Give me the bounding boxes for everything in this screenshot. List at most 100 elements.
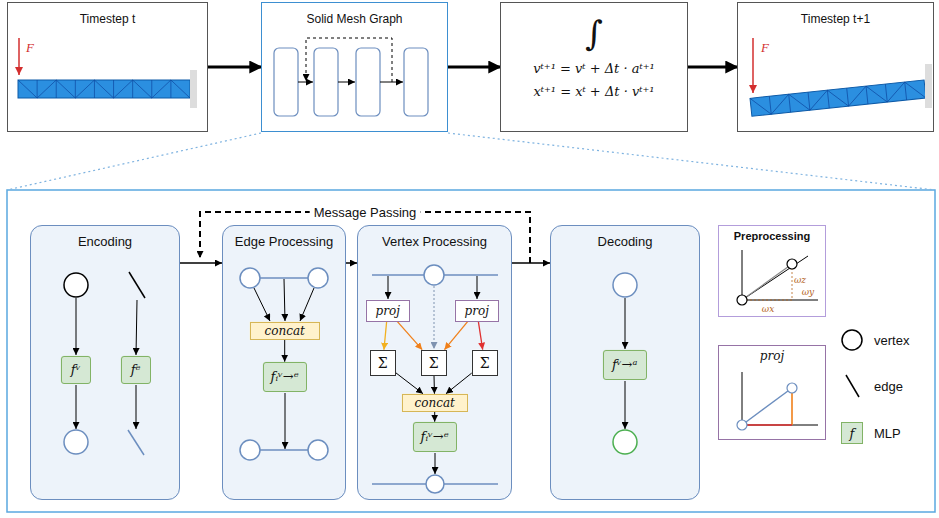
flow-arrow xyxy=(254,279,314,449)
node-fill xyxy=(421,350,447,376)
mesh-line xyxy=(808,90,829,110)
connector-arrow xyxy=(396,373,423,394)
connector-arrow xyxy=(284,340,285,362)
node-fill xyxy=(250,322,320,340)
axis xyxy=(742,256,808,300)
preprocessing-box: Preprocessing xyxy=(718,225,826,317)
mesh-line xyxy=(905,80,926,100)
node-text: concat xyxy=(415,396,455,410)
node-text: Timestep t xyxy=(80,12,136,26)
mesh-line xyxy=(56,80,57,98)
message-passing-loop xyxy=(200,212,530,263)
flow-arrow xyxy=(136,385,137,429)
mesh-line xyxy=(37,80,38,98)
stage-panel: Encodingfᵛfᵉ xyxy=(30,225,180,500)
connector-arrow xyxy=(434,376,435,394)
sum-box: Σ xyxy=(370,350,396,376)
connector-arrow xyxy=(446,373,472,394)
node-text: Timestep t+1 xyxy=(801,12,870,26)
edge-symbol xyxy=(742,388,792,425)
vertex-symbol xyxy=(64,430,88,454)
vertex-symbol xyxy=(613,430,637,454)
node-text: concat xyxy=(265,324,305,338)
node-text: vᵗ⁺¹ = vᵗ + Δt · aᵗ⁺¹ xyxy=(533,61,655,76)
mesh-line xyxy=(885,84,887,102)
node-text: proj xyxy=(376,304,400,318)
force-label: F xyxy=(26,40,34,56)
edge-symbol xyxy=(742,264,792,300)
vertex-symbol xyxy=(737,420,747,430)
node-text: fᵛ→ᵃ xyxy=(612,357,637,372)
node-text: fᵢᵛ→ᵉ xyxy=(271,369,299,384)
node-fill xyxy=(603,350,647,380)
node-fill xyxy=(455,300,499,322)
layer-block xyxy=(274,48,428,116)
node-text: Σ xyxy=(480,355,490,371)
mesh-line xyxy=(152,80,171,98)
vertex-symbol xyxy=(737,259,797,305)
legend-text: vertex xyxy=(874,333,909,348)
sum-box: Σ xyxy=(472,350,498,376)
node-text: proj xyxy=(465,304,489,318)
node-text: Σ xyxy=(429,355,439,371)
legend-edge-sample xyxy=(846,375,859,397)
concat-box: concat xyxy=(402,394,468,412)
mesh-line xyxy=(151,80,152,98)
mesh-line xyxy=(885,82,906,102)
mesh-line xyxy=(769,94,790,114)
flow-arrow xyxy=(625,298,626,349)
layer-arrow xyxy=(298,82,403,83)
connector xyxy=(180,67,737,422)
legend-text: edge xyxy=(874,379,903,394)
mesh-line xyxy=(114,80,133,98)
vertex-symbol xyxy=(64,273,88,454)
vertex-symbol xyxy=(787,259,797,269)
node-fill xyxy=(357,225,512,500)
zoom-line xyxy=(7,133,261,190)
node-fill xyxy=(30,225,700,500)
connector-arrow xyxy=(688,66,737,69)
mesh-line xyxy=(171,80,190,98)
connector-arrow xyxy=(434,412,435,422)
mesh-line xyxy=(847,88,849,106)
mesh-line xyxy=(18,80,37,98)
mlp-box: fᵢᵛ→ᵉ xyxy=(413,422,457,452)
flow-arrow xyxy=(136,300,137,355)
loop-arrow xyxy=(306,38,392,82)
flow-arrow xyxy=(285,393,286,449)
flow-arrow xyxy=(76,298,77,355)
flow-arrow xyxy=(284,279,285,321)
beam-mesh xyxy=(750,80,926,116)
edge-symbol xyxy=(129,272,145,298)
mesh-line xyxy=(56,80,75,98)
layer-arrow xyxy=(338,82,355,83)
graph-edge-symbol xyxy=(240,268,328,460)
connector-arrow xyxy=(346,262,357,264)
graph-edge-symbol xyxy=(260,277,308,279)
mesh-line xyxy=(75,80,94,98)
mesh-line xyxy=(808,92,810,110)
angle-label: ωx xyxy=(762,304,774,314)
node-text: Σ xyxy=(378,355,388,371)
timestep-box: Timestep t+1 xyxy=(737,2,934,132)
concat-box: concat xyxy=(250,322,320,340)
mesh-line xyxy=(789,92,810,112)
node-text: proj xyxy=(760,349,784,363)
connector-arrow xyxy=(512,262,550,264)
axis xyxy=(742,425,818,426)
node-fill xyxy=(413,422,457,452)
layer-arrow xyxy=(298,82,313,83)
integrator-box: ∫vᵗ⁺¹ = vᵗ + Δt · aᵗ⁺¹xᵗ⁺¹ = xᵗ + Δt · v… xyxy=(500,2,688,132)
flow-arrow xyxy=(477,276,478,299)
node-fill xyxy=(402,394,468,412)
mesh-line xyxy=(75,80,76,98)
graph-edge-symbol xyxy=(308,440,328,460)
mesh-line xyxy=(905,82,907,100)
node-fill xyxy=(30,225,180,500)
graph-edge-symbol xyxy=(240,268,260,288)
layer-block xyxy=(274,48,298,116)
legend-sample xyxy=(842,330,862,397)
mesh-line xyxy=(133,80,152,98)
